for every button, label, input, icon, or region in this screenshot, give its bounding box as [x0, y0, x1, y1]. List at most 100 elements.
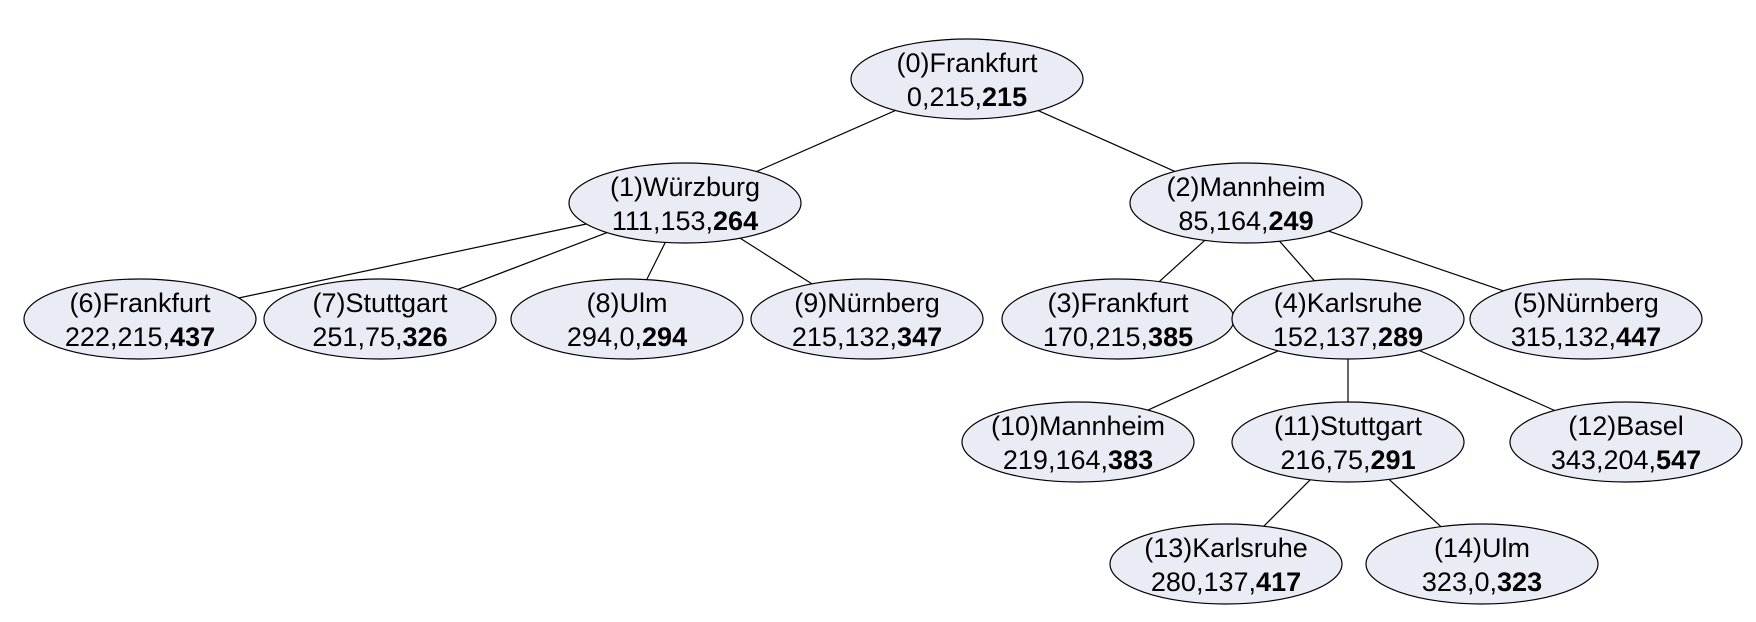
separator: , [1325, 445, 1333, 475]
edge-11-13 [1263, 479, 1311, 527]
node-g-cost: 251 [312, 322, 357, 352]
node-f-cost: 215 [982, 82, 1027, 112]
node-values: 85,164,249 [1178, 206, 1313, 236]
tree-node-8: (8)Ulm 294,0,294 [510, 278, 744, 360]
node-label: (13)Karlsruhe [1144, 533, 1308, 563]
separator: , [1318, 322, 1326, 352]
node-h-cost: 215 [117, 322, 162, 352]
node-g-cost: 280 [1151, 567, 1196, 597]
edge-1-7 [457, 232, 608, 290]
node-h-cost: 75 [365, 322, 395, 352]
edge-1-9 [739, 237, 813, 285]
separator: , [1609, 322, 1617, 352]
separator: , [922, 82, 930, 112]
edge-0-1 [756, 109, 896, 173]
node-h-cost: 137 [1203, 567, 1248, 597]
node-g-cost: 343 [1551, 445, 1596, 475]
edge-4-12 [1419, 349, 1555, 412]
node-values: 152,137,289 [1273, 322, 1423, 352]
node-label: (8)Ulm [587, 288, 668, 318]
node-values: 219,164,383 [1003, 445, 1153, 475]
separator: , [1249, 567, 1257, 597]
node-h-cost: 75 [1333, 445, 1363, 475]
node-h-cost: 204 [1603, 445, 1648, 475]
node-ellipse [961, 401, 1195, 483]
node-ellipse [1365, 523, 1599, 605]
node-f-cost: 249 [1269, 206, 1314, 236]
separator: , [1088, 322, 1096, 352]
node-ellipse [23, 278, 257, 360]
node-ellipse [750, 278, 984, 360]
edge-2-4 [1279, 240, 1315, 282]
separator: , [1261, 206, 1269, 236]
node-h-cost: 215 [929, 82, 974, 112]
edge-1-6 [238, 223, 587, 299]
separator: , [1048, 445, 1056, 475]
node-f-cost: 547 [1656, 445, 1701, 475]
separator: , [837, 322, 845, 352]
separator: , [1371, 322, 1379, 352]
node-h-cost: 132 [844, 322, 889, 352]
node-label: (1)Würzburg [610, 172, 760, 202]
edge-1-8 [646, 242, 666, 280]
node-label: (0)Frankfurt [896, 48, 1038, 78]
edge-2-5 [1328, 230, 1504, 292]
separator: , [706, 206, 714, 236]
node-f-cost: 323 [1497, 567, 1542, 597]
node-ellipse [850, 38, 1084, 120]
node-f-cost: 326 [403, 322, 448, 352]
separator: , [890, 322, 898, 352]
node-h-cost: 153 [660, 206, 705, 236]
node-f-cost: 447 [1616, 322, 1661, 352]
node-values: 294,0,294 [567, 322, 687, 352]
node-f-cost: 294 [642, 322, 687, 352]
node-label: (5)Nürnberg [1513, 288, 1659, 318]
node-f-cost: 383 [1108, 445, 1153, 475]
node-label: (11)Stuttgart [1274, 411, 1423, 441]
node-values: 170,215,385 [1043, 322, 1193, 352]
separator: , [1467, 567, 1475, 597]
node-g-cost: 216 [1280, 445, 1325, 475]
separator: , [1490, 567, 1498, 597]
nodes-layer: (0)Frankfurt0,215,215(1)Würzburg111,153,… [23, 38, 1743, 605]
node-values: 343,204,547 [1551, 445, 1701, 475]
node-label: (4)Karlsruhe [1274, 288, 1423, 318]
node-f-cost: 289 [1378, 322, 1423, 352]
separator: , [1596, 445, 1604, 475]
node-h-cost: 215 [1095, 322, 1140, 352]
node-values: 215,132,347 [792, 322, 942, 352]
separator: , [1363, 445, 1371, 475]
node-ellipse [510, 278, 744, 360]
node-h-cost: 137 [1325, 322, 1370, 352]
node-values: 222,215,437 [65, 322, 215, 352]
node-label: (7)Stuttgart [312, 288, 448, 318]
node-g-cost: 294 [567, 322, 612, 352]
node-g-cost: 0 [907, 82, 922, 112]
node-ellipse [1231, 278, 1465, 360]
node-h-cost: 164 [1216, 206, 1261, 236]
node-values: 315,132,447 [1511, 322, 1661, 352]
separator: , [1196, 567, 1204, 597]
node-h-cost: 164 [1055, 445, 1100, 475]
separator: , [635, 322, 643, 352]
node-h-cost: 132 [1563, 322, 1608, 352]
node-g-cost: 219 [1003, 445, 1048, 475]
node-g-cost: 152 [1273, 322, 1318, 352]
separator: , [110, 322, 118, 352]
separator: , [1101, 445, 1109, 475]
node-ellipse [1109, 523, 1343, 605]
edge-4-10 [1147, 350, 1279, 411]
node-f-cost: 347 [897, 322, 942, 352]
node-label: (6)Frankfurt [69, 288, 211, 318]
node-ellipse [263, 278, 497, 360]
node-ellipse [1509, 401, 1743, 483]
